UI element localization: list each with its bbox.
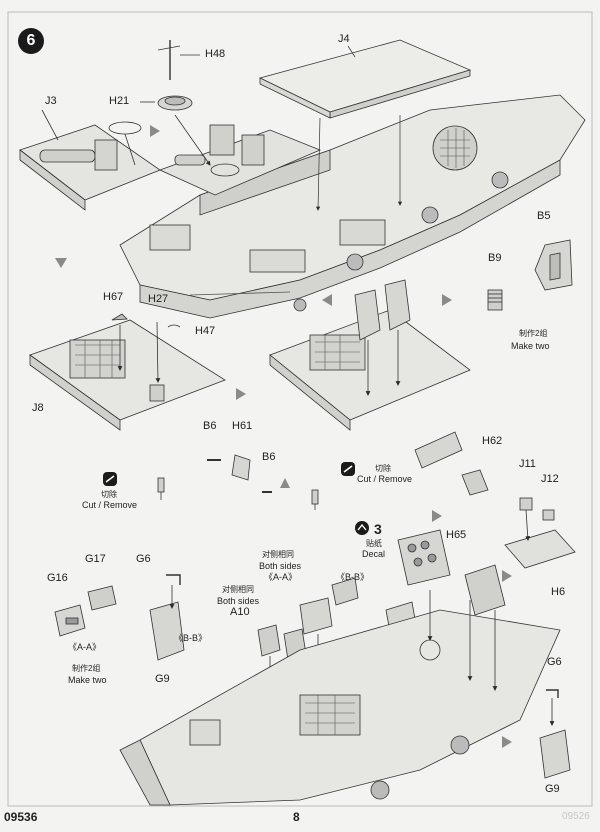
- decal-icon: [355, 521, 369, 535]
- decal-number: 3: [374, 521, 382, 537]
- j8-floor-assembly: [29, 313, 226, 431]
- both-sides-cn-2: 对侧相同: [222, 585, 254, 594]
- part-label-h62: H62: [482, 435, 503, 447]
- cut-cn-2: 切除: [375, 464, 391, 473]
- steering-parts-h48-h21: [140, 40, 211, 166]
- part-label-h27: H27: [148, 293, 169, 305]
- b6-h61-parts: [157, 454, 272, 500]
- both-sides-en-1: Both sides: [259, 561, 302, 571]
- part-label-j3: J3: [45, 95, 57, 107]
- driver-compartment-top: [158, 124, 322, 196]
- make-two-cn-2: 制作2组: [72, 664, 101, 673]
- part-label-g6-a: G6: [136, 553, 151, 565]
- part-label-h65: H65: [446, 529, 467, 541]
- part-label-h47: H47: [195, 325, 216, 337]
- page-frame: [7, 11, 593, 807]
- j11-j12-h6-parts: [504, 497, 576, 569]
- part-label-j4: J4: [338, 33, 350, 45]
- j4-roof-plate: [258, 39, 472, 119]
- part-label-h61: H61: [232, 420, 253, 432]
- part-label-h21: H21: [109, 95, 130, 107]
- part-label-j11: J11: [519, 458, 536, 470]
- part-label-h67: H67: [103, 291, 124, 303]
- part-label-j12: J12: [541, 473, 559, 485]
- view-aa-1: 《A-A》: [264, 572, 298, 582]
- part-label-g6-b: G6: [547, 656, 562, 668]
- kit-code: 09536: [4, 810, 38, 824]
- b5-b9-parts: [487, 239, 573, 311]
- make-two-cn-1: 制作2组: [519, 329, 548, 338]
- part-label-h6: H6: [551, 586, 566, 598]
- part-label-h48: H48: [205, 48, 226, 60]
- decal-cn: 贴纸: [366, 539, 382, 548]
- cut-en-2: Cut / Remove: [357, 474, 413, 484]
- cut-en-1: Cut / Remove: [82, 500, 138, 510]
- make-two-en-2: Make two: [68, 675, 107, 685]
- step-number-badge: 6: [18, 28, 44, 54]
- g6-g9-right-parts: [539, 689, 571, 779]
- part-label-j8: J8: [32, 402, 44, 414]
- cut-cn-1: 切除: [101, 490, 117, 499]
- view-bb-2: 《B-B》: [174, 633, 208, 643]
- part-label-b5: B5: [537, 210, 551, 222]
- flow-arrows: [55, 125, 512, 748]
- h65-dashboard: [397, 529, 506, 616]
- both-sides-cn-1: 对侧相同: [262, 550, 294, 559]
- part-label-a10: A10: [230, 606, 250, 618]
- seat-floor-assembly: [269, 279, 471, 431]
- part-label-b6-a: B6: [203, 420, 217, 432]
- part-label-g17: G17: [85, 553, 106, 565]
- page-number: 8: [293, 810, 300, 824]
- faint-code: 09526: [562, 811, 590, 822]
- part-label-g9-a: G9: [155, 673, 170, 685]
- view-bb-1: 《B-B》: [336, 572, 370, 582]
- make-two-en-1: Make two: [511, 341, 550, 351]
- lower-hull-assembly: [119, 590, 561, 806]
- part-label-b6-b: B6: [262, 451, 276, 463]
- decal-en: Decal: [362, 549, 386, 559]
- upper-hull-assembly: [119, 94, 586, 319]
- cut-remove-icons: [103, 462, 355, 486]
- part-label-g16: G16: [47, 572, 68, 584]
- view-aa-2: 《A-A》: [68, 642, 102, 652]
- h62-part: [311, 431, 489, 510]
- g16-g17-parts: [54, 585, 117, 637]
- both-sides-en-2: Both sides: [217, 596, 260, 606]
- j3-subassembly: [19, 109, 161, 211]
- part-label-b9: B9: [488, 252, 502, 264]
- part-label-g9-b: G9: [545, 783, 560, 795]
- g6-g9-left-parts: [149, 574, 185, 661]
